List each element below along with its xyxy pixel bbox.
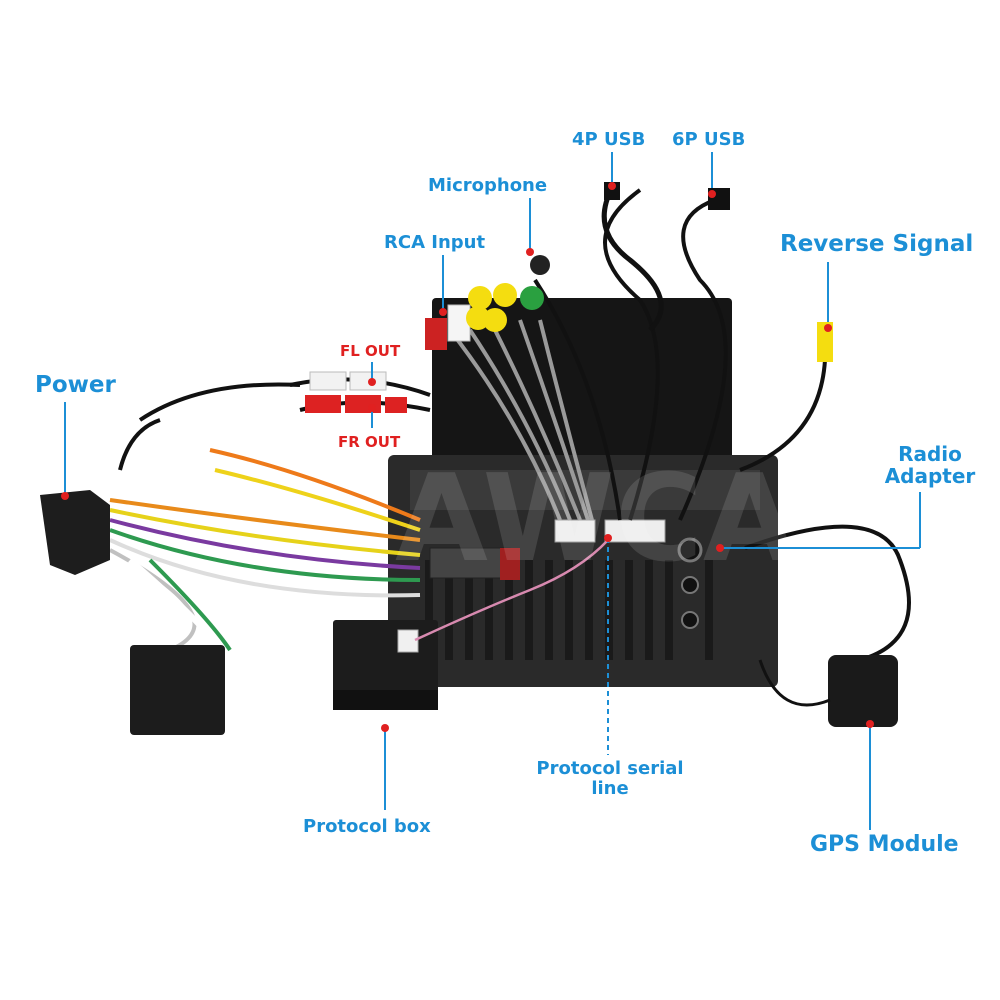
label-protocol-serial-line1: Protocol serial — [536, 758, 684, 779]
radio-antenna-socket — [677, 537, 703, 563]
pointer-lines — [64, 152, 921, 830]
label-microphone: Microphone — [428, 175, 548, 196]
protocol-serial-wire — [414, 539, 609, 642]
label-reverse-signal: Reverse Signal — [780, 231, 974, 257]
label-protocol-serial-line2: line — [591, 777, 629, 799]
power-harness-wires — [109, 448, 421, 652]
label-fr-out: FR OUT — [338, 433, 401, 451]
protocol-box-shape — [333, 620, 438, 695]
gps-module-shape — [828, 655, 898, 727]
usb-4p-plug — [604, 182, 620, 200]
label-radio-adapter-line2: Adapter — [884, 464, 976, 488]
pointer-dots — [61, 182, 874, 732]
label-protocol-serial-line: Protocol serial line — [525, 759, 695, 799]
label-protocol-box: Protocol box — [303, 816, 431, 837]
label-6p-usb: 6P USB — [672, 129, 746, 150]
rca-plugs — [425, 255, 550, 350]
label-4p-usb: 4P USB — [572, 129, 646, 150]
label-power: Power — [35, 372, 116, 398]
label-gps-module: GPS Module — [810, 832, 959, 857]
label-radio-adapter: Radio Adapter — [880, 443, 980, 487]
power-connector — [40, 490, 110, 575]
usb-4p-cable — [601, 186, 664, 332]
speaker-out-plugs — [305, 371, 407, 413]
reverse-rca-plug — [817, 322, 833, 362]
label-fl-out: FL OUT — [340, 342, 401, 360]
black-cables — [118, 188, 911, 662]
iso-connector — [130, 645, 225, 735]
label-radio-adapter-line1: Radio — [898, 442, 962, 466]
label-rca-input: RCA Input — [384, 232, 486, 253]
watermark: AWCA — [395, 450, 796, 589]
rca-bundle-cables — [448, 319, 594, 521]
